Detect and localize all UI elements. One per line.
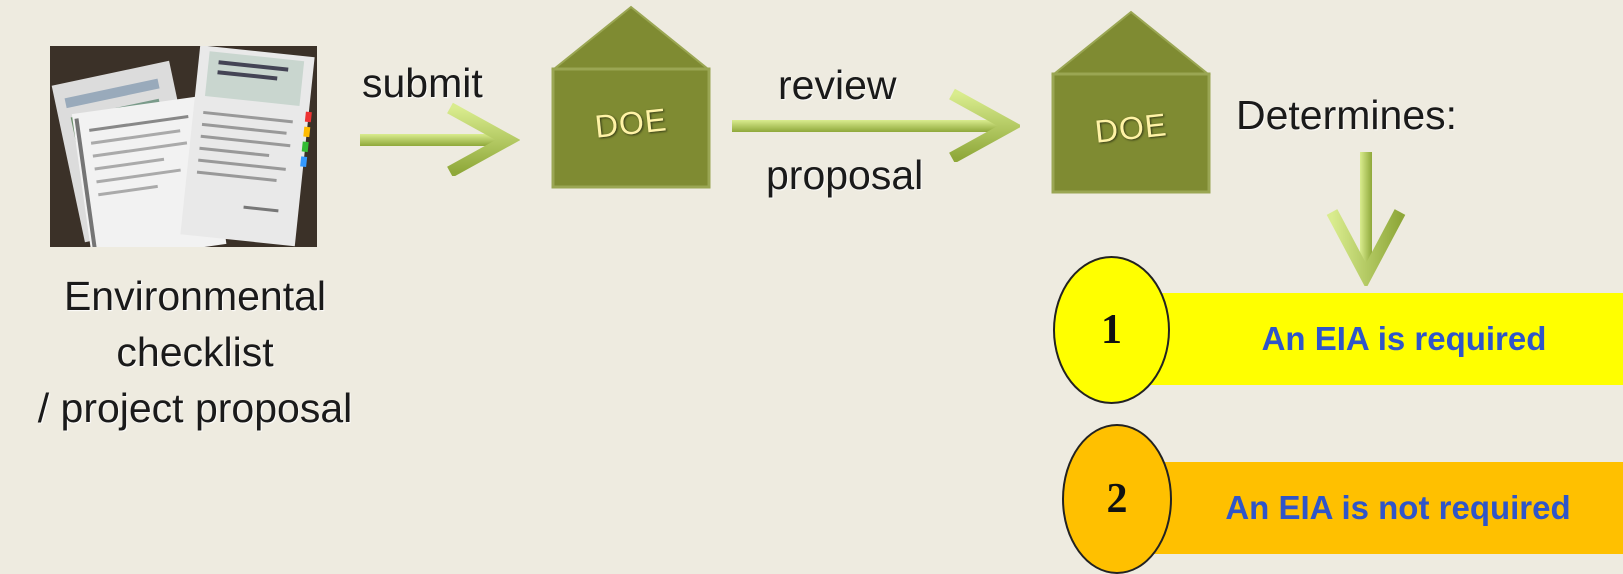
doe-house-1: DOE (550, 5, 712, 190)
outcome-number-badge: 1 (1053, 256, 1170, 404)
outcome-text: An EIA is required (1261, 320, 1547, 357)
proposal-label: proposal (766, 152, 924, 198)
outcome-text: An EIA is not required (1225, 489, 1571, 526)
determines-label: Determines: (1236, 92, 1458, 138)
document-caption: Environmental checklist / project propos… (37, 273, 353, 431)
submit-arrow (360, 102, 520, 176)
environmental-checklist-photo (50, 46, 317, 247)
submit-label: submit (362, 60, 483, 106)
doe-house-2: DOE (1050, 10, 1212, 195)
outcome-bar-not-required: An EIA is not required (1145, 462, 1623, 554)
down-arrow (1326, 152, 1406, 286)
outcome-number: 1 (1101, 307, 1122, 353)
review-arrow (732, 88, 1020, 162)
outcome-number: 2 (1106, 476, 1128, 522)
review-label: review (778, 62, 897, 108)
outcome-bar-required: An EIA is required (1145, 293, 1623, 385)
outcome-number-badge: 2 (1062, 424, 1172, 574)
